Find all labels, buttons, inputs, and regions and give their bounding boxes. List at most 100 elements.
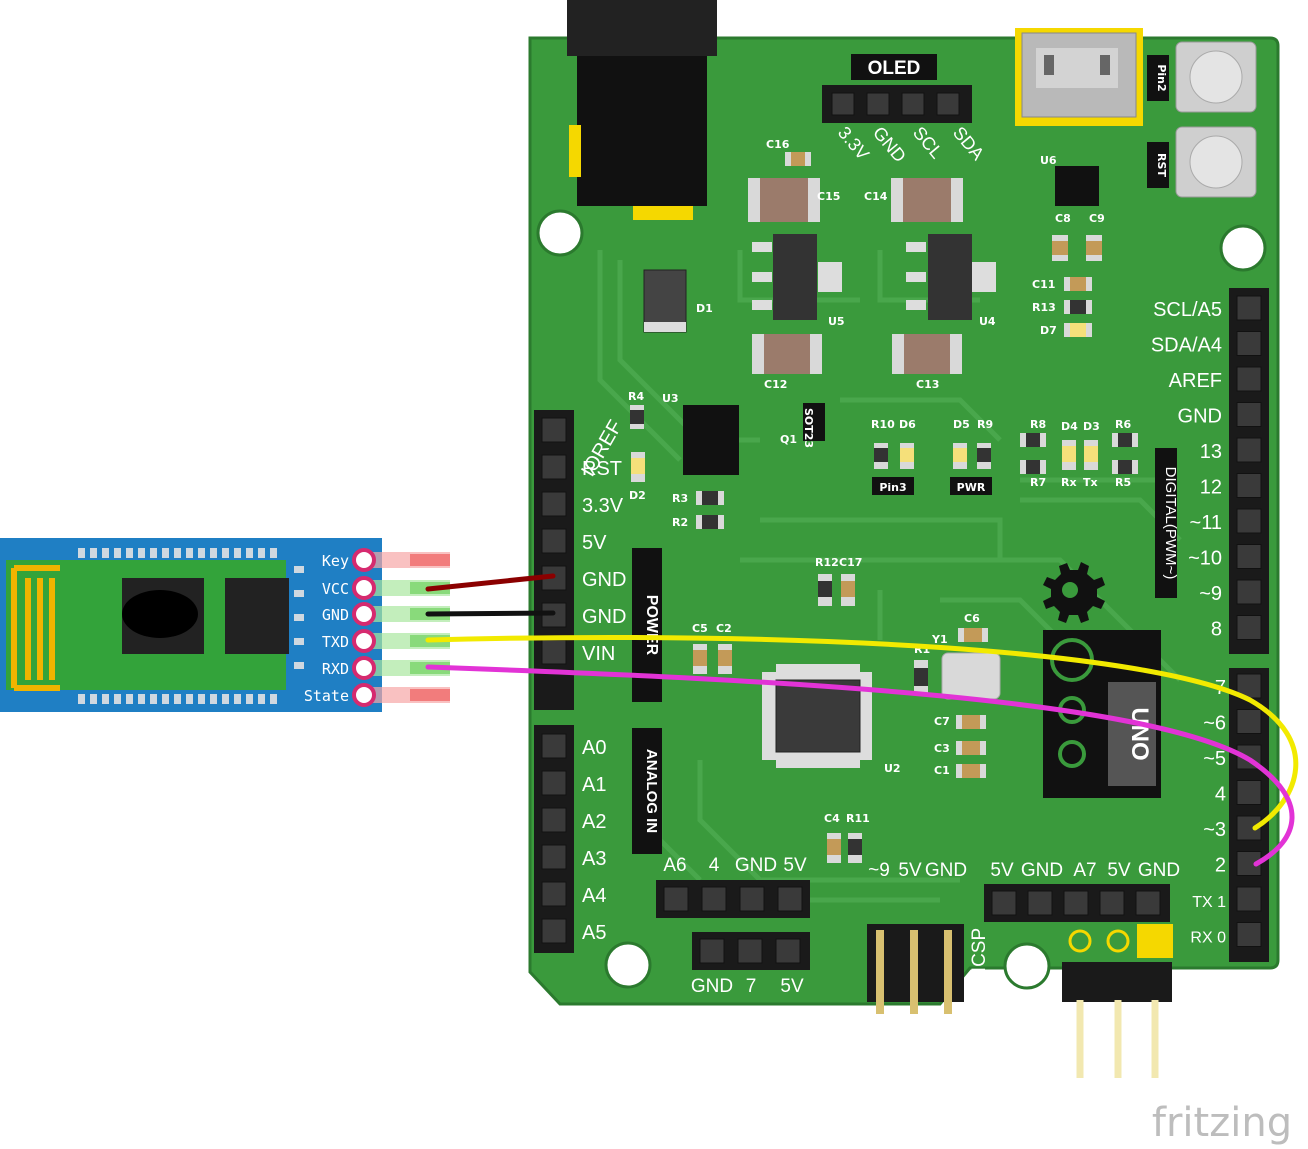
digital-pin[interactable] xyxy=(1236,886,1262,912)
power-label: POWER xyxy=(643,595,660,656)
module-pin-label: VCC xyxy=(322,580,349,598)
digital-pin[interactable] xyxy=(1236,922,1262,947)
header-pin[interactable] xyxy=(699,938,725,964)
button-label: Pin2 xyxy=(1155,64,1168,91)
digital-pin[interactable] xyxy=(1236,780,1262,805)
header-pin[interactable] xyxy=(775,938,801,964)
button-pin2[interactable]: Pin2 xyxy=(1147,41,1257,113)
svg-text:D1: D1 xyxy=(696,302,713,315)
digital-pin-label: 8 xyxy=(1211,619,1222,641)
svg-text:R3: R3 xyxy=(672,492,688,505)
header-pin-label: 5V xyxy=(1107,860,1131,881)
svg-text:C5: C5 xyxy=(692,622,708,635)
svg-text:D6: D6 xyxy=(899,418,916,431)
digital-pin[interactable] xyxy=(1236,709,1262,734)
svg-text:D3: D3 xyxy=(1083,420,1100,433)
analog-pin-label: A3 xyxy=(582,848,606,870)
svg-text:C14: C14 xyxy=(864,190,888,203)
header-pin[interactable] xyxy=(739,886,765,912)
svg-text:C4: C4 xyxy=(824,812,840,825)
oled-header: OLED 3.3V GND SCL SDA xyxy=(822,54,988,166)
digital-pin-label: RX 0 xyxy=(1190,930,1226,947)
power-pin-label: 5V xyxy=(582,532,607,554)
digital-pin[interactable] xyxy=(1236,402,1262,427)
module-pin[interactable]: Key xyxy=(322,548,450,572)
module-pin[interactable]: TXD xyxy=(322,629,450,653)
svg-text:U4: U4 xyxy=(979,315,996,328)
power-pin[interactable] xyxy=(541,417,567,443)
button-rst[interactable]: RST xyxy=(1147,126,1257,198)
analog-pin[interactable] xyxy=(541,881,567,907)
header-pin-label: 5V xyxy=(783,855,807,876)
svg-text:C8: C8 xyxy=(1055,212,1071,225)
analog-pin[interactable] xyxy=(541,918,567,944)
analog-pin-label: A4 xyxy=(582,885,606,907)
power-pin[interactable] xyxy=(541,528,567,554)
power-pin[interactable] xyxy=(541,491,567,517)
digital-pin-label: ~5 xyxy=(1203,748,1226,770)
power-pin-label: GND xyxy=(582,606,626,628)
wire-txd xyxy=(425,635,1299,831)
header-pin[interactable] xyxy=(991,890,1017,916)
analog-pin[interactable] xyxy=(541,807,567,833)
digital-pin-label: ~3 xyxy=(1203,819,1226,841)
header-pin-label: 7 xyxy=(746,976,757,997)
svg-text:U6: U6 xyxy=(1040,154,1057,167)
header-pin-label: GND xyxy=(1021,860,1063,881)
header-pin[interactable] xyxy=(663,886,689,912)
analog-pin-label: A1 xyxy=(582,774,606,796)
header-pin[interactable] xyxy=(1099,890,1125,916)
analog-pin[interactable] xyxy=(541,770,567,796)
svg-text:PWR: PWR xyxy=(957,481,986,494)
power-pin[interactable] xyxy=(541,454,567,480)
usb-connector xyxy=(1015,28,1143,126)
header-pin[interactable] xyxy=(1135,890,1161,916)
header-pin[interactable] xyxy=(777,886,803,912)
header-pin-label: ~9 xyxy=(868,860,890,881)
digital-pin[interactable] xyxy=(1236,331,1262,356)
svg-text:C9: C9 xyxy=(1089,212,1105,225)
wire-gnd xyxy=(425,610,556,617)
analog-pin[interactable] xyxy=(541,733,567,759)
digital-pin[interactable] xyxy=(1236,473,1262,498)
power-pin-label: VIN xyxy=(582,643,615,665)
header-pin-label: GND xyxy=(691,976,733,997)
digital-pin-label: ~6 xyxy=(1203,713,1226,735)
digital-pin[interactable] xyxy=(1236,615,1262,640)
module-pin[interactable]: VCC xyxy=(322,576,450,600)
svg-text:U2: U2 xyxy=(884,762,901,775)
header-pin-label: GND xyxy=(1138,860,1180,881)
power-pin[interactable] xyxy=(541,639,567,665)
header-pin[interactable] xyxy=(1063,890,1089,916)
digital-pin[interactable] xyxy=(1236,366,1262,392)
svg-text:Y1: Y1 xyxy=(931,633,948,646)
digital-pin[interactable] xyxy=(1236,437,1262,463)
svg-text:C15: C15 xyxy=(817,190,840,203)
svg-text:C13: C13 xyxy=(916,378,939,391)
header-pin-label: 5V xyxy=(990,860,1014,881)
digital-pin[interactable] xyxy=(1236,508,1262,534)
digital-pin[interactable] xyxy=(1236,544,1262,569)
digital-pin-label: 2 xyxy=(1215,855,1226,877)
wire-rxd xyxy=(425,664,1295,867)
digital-pin[interactable] xyxy=(1236,579,1262,605)
header-pin[interactable] xyxy=(701,886,727,912)
module-pin[interactable]: State xyxy=(304,683,450,707)
digital-pin[interactable] xyxy=(1236,295,1262,321)
header-pin[interactable] xyxy=(737,938,763,964)
module-pin[interactable]: GND xyxy=(322,602,450,626)
analog-pin-label: A5 xyxy=(582,922,606,944)
mounting-hole xyxy=(1219,224,1267,272)
mounting-hole xyxy=(1003,942,1051,990)
svg-text:C16: C16 xyxy=(766,138,790,151)
header-pin-label: A6 xyxy=(663,855,686,876)
svg-text:R8: R8 xyxy=(1030,418,1046,431)
icsp-header: ICSP xyxy=(867,924,990,1014)
header-pin[interactable] xyxy=(1027,890,1053,916)
svg-text:C11: C11 xyxy=(1032,278,1055,291)
analog-pin[interactable] xyxy=(541,844,567,870)
module-pin-label: State xyxy=(304,687,349,705)
